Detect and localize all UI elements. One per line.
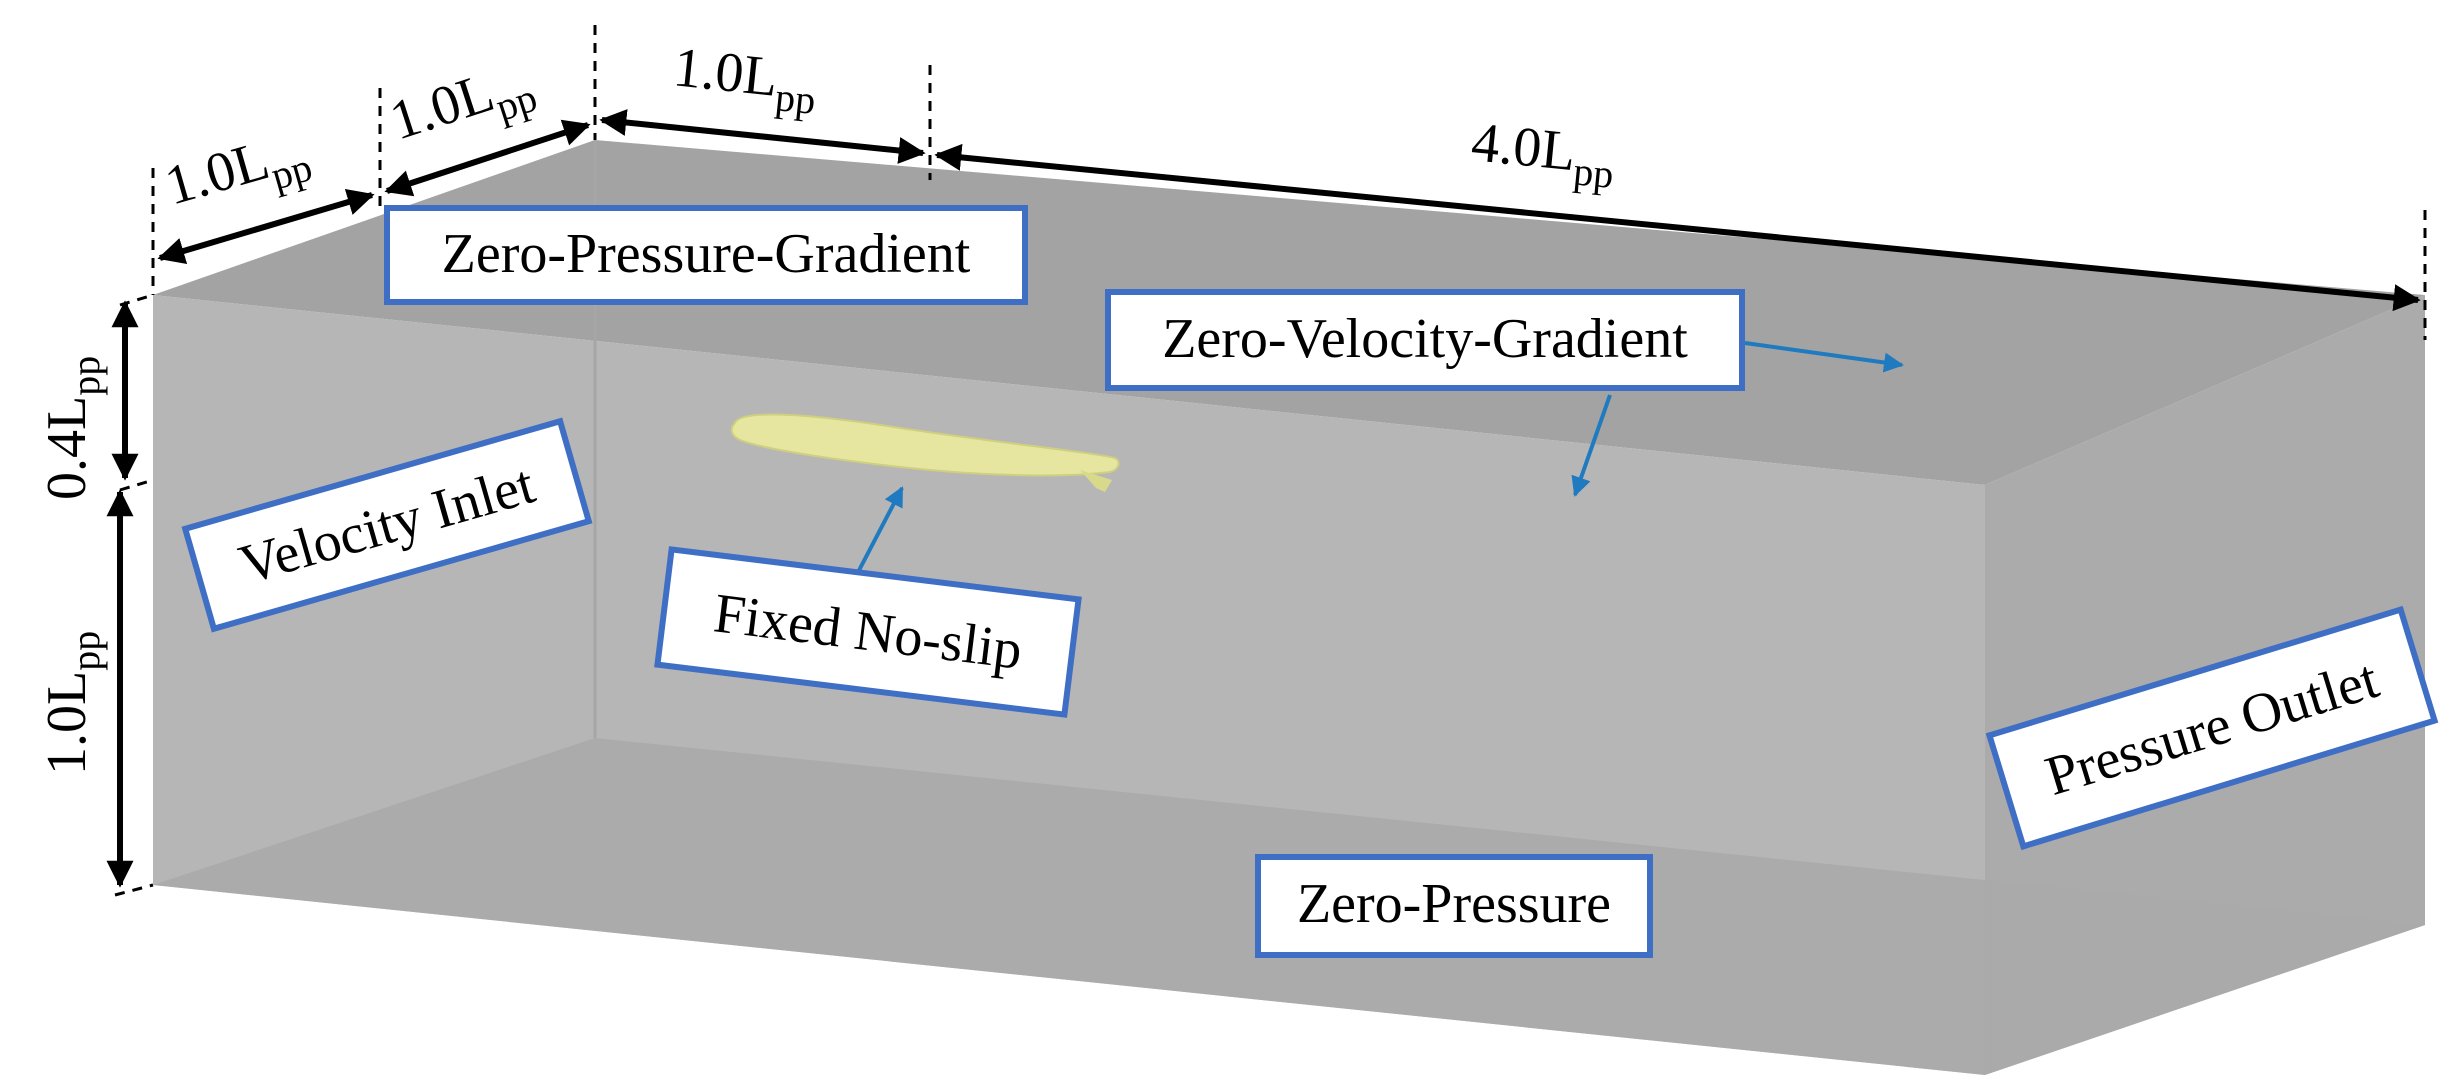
label-hull-boundary: Fixed No-slip	[654, 546, 1082, 718]
dim-label-inlet-width: 1.0Lpp	[158, 118, 316, 227]
dim-label-air-height: 0.4Lpp	[36, 356, 108, 500]
label-top-boundary: Zero-Pressure-Gradient	[384, 205, 1028, 305]
dim-label-ship-length: 1.0Lpp	[670, 36, 821, 123]
svg-text:Zero-Velocity-Gradient: Zero-Velocity-Gradient	[1162, 308, 1688, 370]
arrow-side-right	[1744, 341, 1904, 373]
label-bottom-boundary: Zero-Pressure	[1255, 854, 1653, 958]
arrow-hull	[853, 486, 904, 579]
dim-label-water-depth: 1.0Lpp	[36, 631, 108, 775]
dim-label-downstream: 4.0Lpp	[1468, 111, 1619, 197]
arrow-side-down	[1571, 394, 1612, 497]
svg-text:Zero-Pressure: Zero-Pressure	[1297, 873, 1611, 935]
ship-hull	[730, 413, 1120, 492]
pointer-arrows	[853, 341, 1904, 579]
label-side-boundary: Zero-Velocity-Gradient	[1105, 289, 1745, 391]
svg-text:Zero-Pressure-Gradient: Zero-Pressure-Gradient	[442, 223, 971, 285]
dimension-arrows	[106, 109, 2421, 888]
